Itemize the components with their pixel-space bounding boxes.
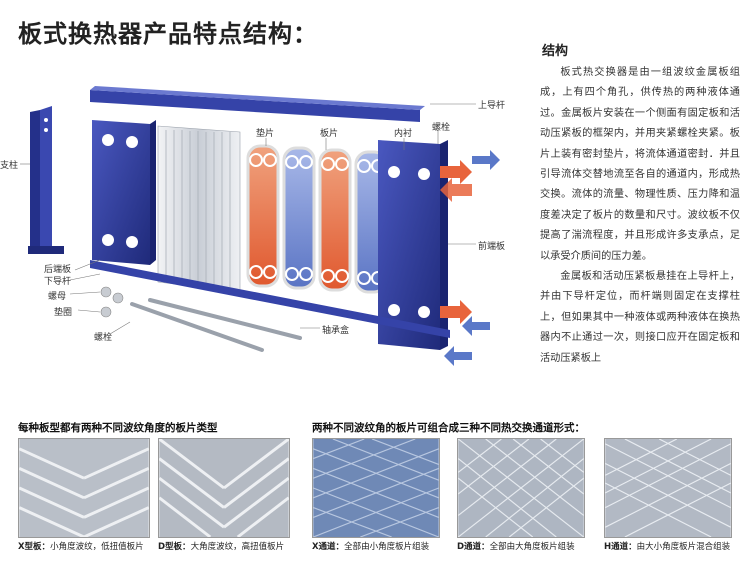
label-bolt-bottom: 螺栓 xyxy=(94,333,113,343)
structure-description: 板式热交换器是由一组波纹金属板组成，上有四个角孔，供传热的两种液体通过。金属板片… xyxy=(540,63,740,369)
x-channel-image xyxy=(312,438,440,538)
bottom-guide-rod xyxy=(90,260,450,338)
caption-d-plate: D型板：大角度波纹，高扭值板片 xyxy=(158,542,285,552)
exploded-plates xyxy=(246,144,388,294)
support-column xyxy=(28,106,64,254)
label-nut: 螺母 xyxy=(48,292,67,302)
plate-pack xyxy=(157,125,241,293)
label-bearing-box: 轴承盒 xyxy=(322,326,350,336)
structure-paragraph-1: 板式热交换器是由一组波纹金属板组成，上有四个角孔，供传热的两种液体通过。金属板片… xyxy=(540,67,740,262)
label-liner: 内衬 xyxy=(394,129,413,139)
structure-heading: 结构 xyxy=(542,44,569,59)
tie-bolts xyxy=(130,298,302,352)
caption-x-plate: X型板：小角度波纹，低扭值板片 xyxy=(18,542,144,552)
label-washer: 垫圈 xyxy=(54,308,73,318)
rear-frame-plate xyxy=(92,120,156,265)
label-top-rod: 上导杆 xyxy=(478,101,506,111)
caption-d-channel: D通道：全部由大角度板片组装 xyxy=(457,542,575,552)
plate-types-heading: 每种板型都有两种不同波纹角度的板片类型 xyxy=(18,422,218,434)
label-support-column: 支柱 xyxy=(0,161,19,171)
top-guide-rod xyxy=(90,86,425,122)
d-channel-image xyxy=(457,438,585,538)
channel-types-heading: 两种不同波纹角的板片可组合成三种不同热交换通道形式： xyxy=(312,422,585,434)
d-plate-image xyxy=(158,438,290,538)
label-plate: 板片 xyxy=(320,129,339,139)
page-title: 板式换热器产品特点结构： xyxy=(18,20,318,48)
label-bolt-top: 螺栓 xyxy=(432,123,451,133)
nuts-washers xyxy=(100,286,124,318)
label-front-plate: 前端板 xyxy=(478,242,506,252)
exploded-diagram xyxy=(20,86,500,366)
label-rear-plate: 后端板 xyxy=(44,265,72,275)
label-gasket: 垫片 xyxy=(256,129,275,139)
label-bottom-rod: 下导杆 xyxy=(44,277,72,287)
caption-h-channel: H通道：由大小角度板片混合组装 xyxy=(604,542,731,552)
flow-arrows xyxy=(440,150,500,366)
h-channel-image xyxy=(604,438,732,538)
structure-paragraph-2: 金属板和活动压紧板悬挂在上导杆上，并由下导杆定位，而杆端则固定在支撑柱上，但如果… xyxy=(540,271,740,364)
caption-x-channel: X通道：全部由小角度板片组装 xyxy=(312,542,430,552)
x-plate-image xyxy=(18,438,150,538)
